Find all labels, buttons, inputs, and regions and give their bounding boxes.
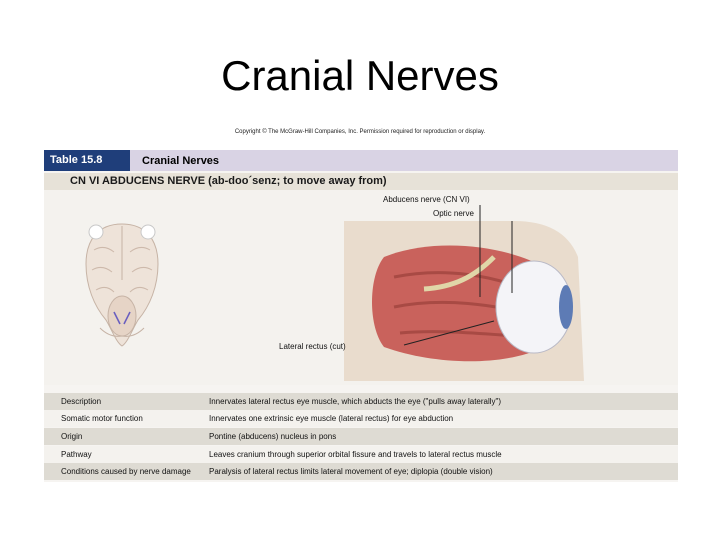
table-heading: Cranial Nerves	[130, 150, 678, 171]
table-row: Pathway Leaves cranium through superior …	[44, 446, 678, 463]
table-number-badge: Table 15.8	[44, 150, 130, 171]
row-value: Paralysis of lateral rectus limits later…	[209, 467, 493, 476]
row-value: Leaves cranium through superior orbital …	[209, 450, 502, 459]
table-row: Origin Pontine (abducens) nucleus in pon…	[44, 428, 678, 445]
table-row: Conditions caused by nerve damage Paraly…	[44, 463, 678, 480]
callout-lateral-rectus: Lateral rectus (cut)	[279, 342, 346, 351]
row-value: Pontine (abducens) nucleus in pons	[209, 432, 337, 441]
illustration-area: Abducens nerve (CN VI) Optic nerve Later…	[44, 190, 678, 385]
nerve-title: CN VI ABDUCENS NERVE (ab-doo´senz; to mo…	[44, 173, 678, 190]
row-value: Innervates one extrinsic eye muscle (lat…	[209, 414, 454, 423]
orbit-lateral-view-image	[344, 205, 584, 381]
table-row: Somatic motor function Innervates one ex…	[44, 410, 678, 427]
row-label: Conditions caused by nerve damage	[61, 467, 191, 476]
callout-abducens-nerve: Abducens nerve (CN VI)	[383, 195, 470, 204]
table-row: Description Innervates lateral rectus ey…	[44, 393, 678, 410]
row-label: Origin	[61, 432, 83, 441]
callout-optic-nerve: Optic nerve	[433, 209, 474, 218]
row-label: Somatic motor function	[61, 414, 143, 423]
slide-title: Cranial Nerves	[221, 52, 499, 99]
brain-inferior-view-image	[85, 223, 159, 347]
row-label: Pathway	[61, 450, 92, 459]
row-label: Description	[61, 397, 102, 406]
copyright-notice: Copyright © The McGraw-Hill Companies, I…	[234, 129, 486, 135]
row-value: Innervates lateral rectus eye muscle, wh…	[209, 397, 502, 406]
